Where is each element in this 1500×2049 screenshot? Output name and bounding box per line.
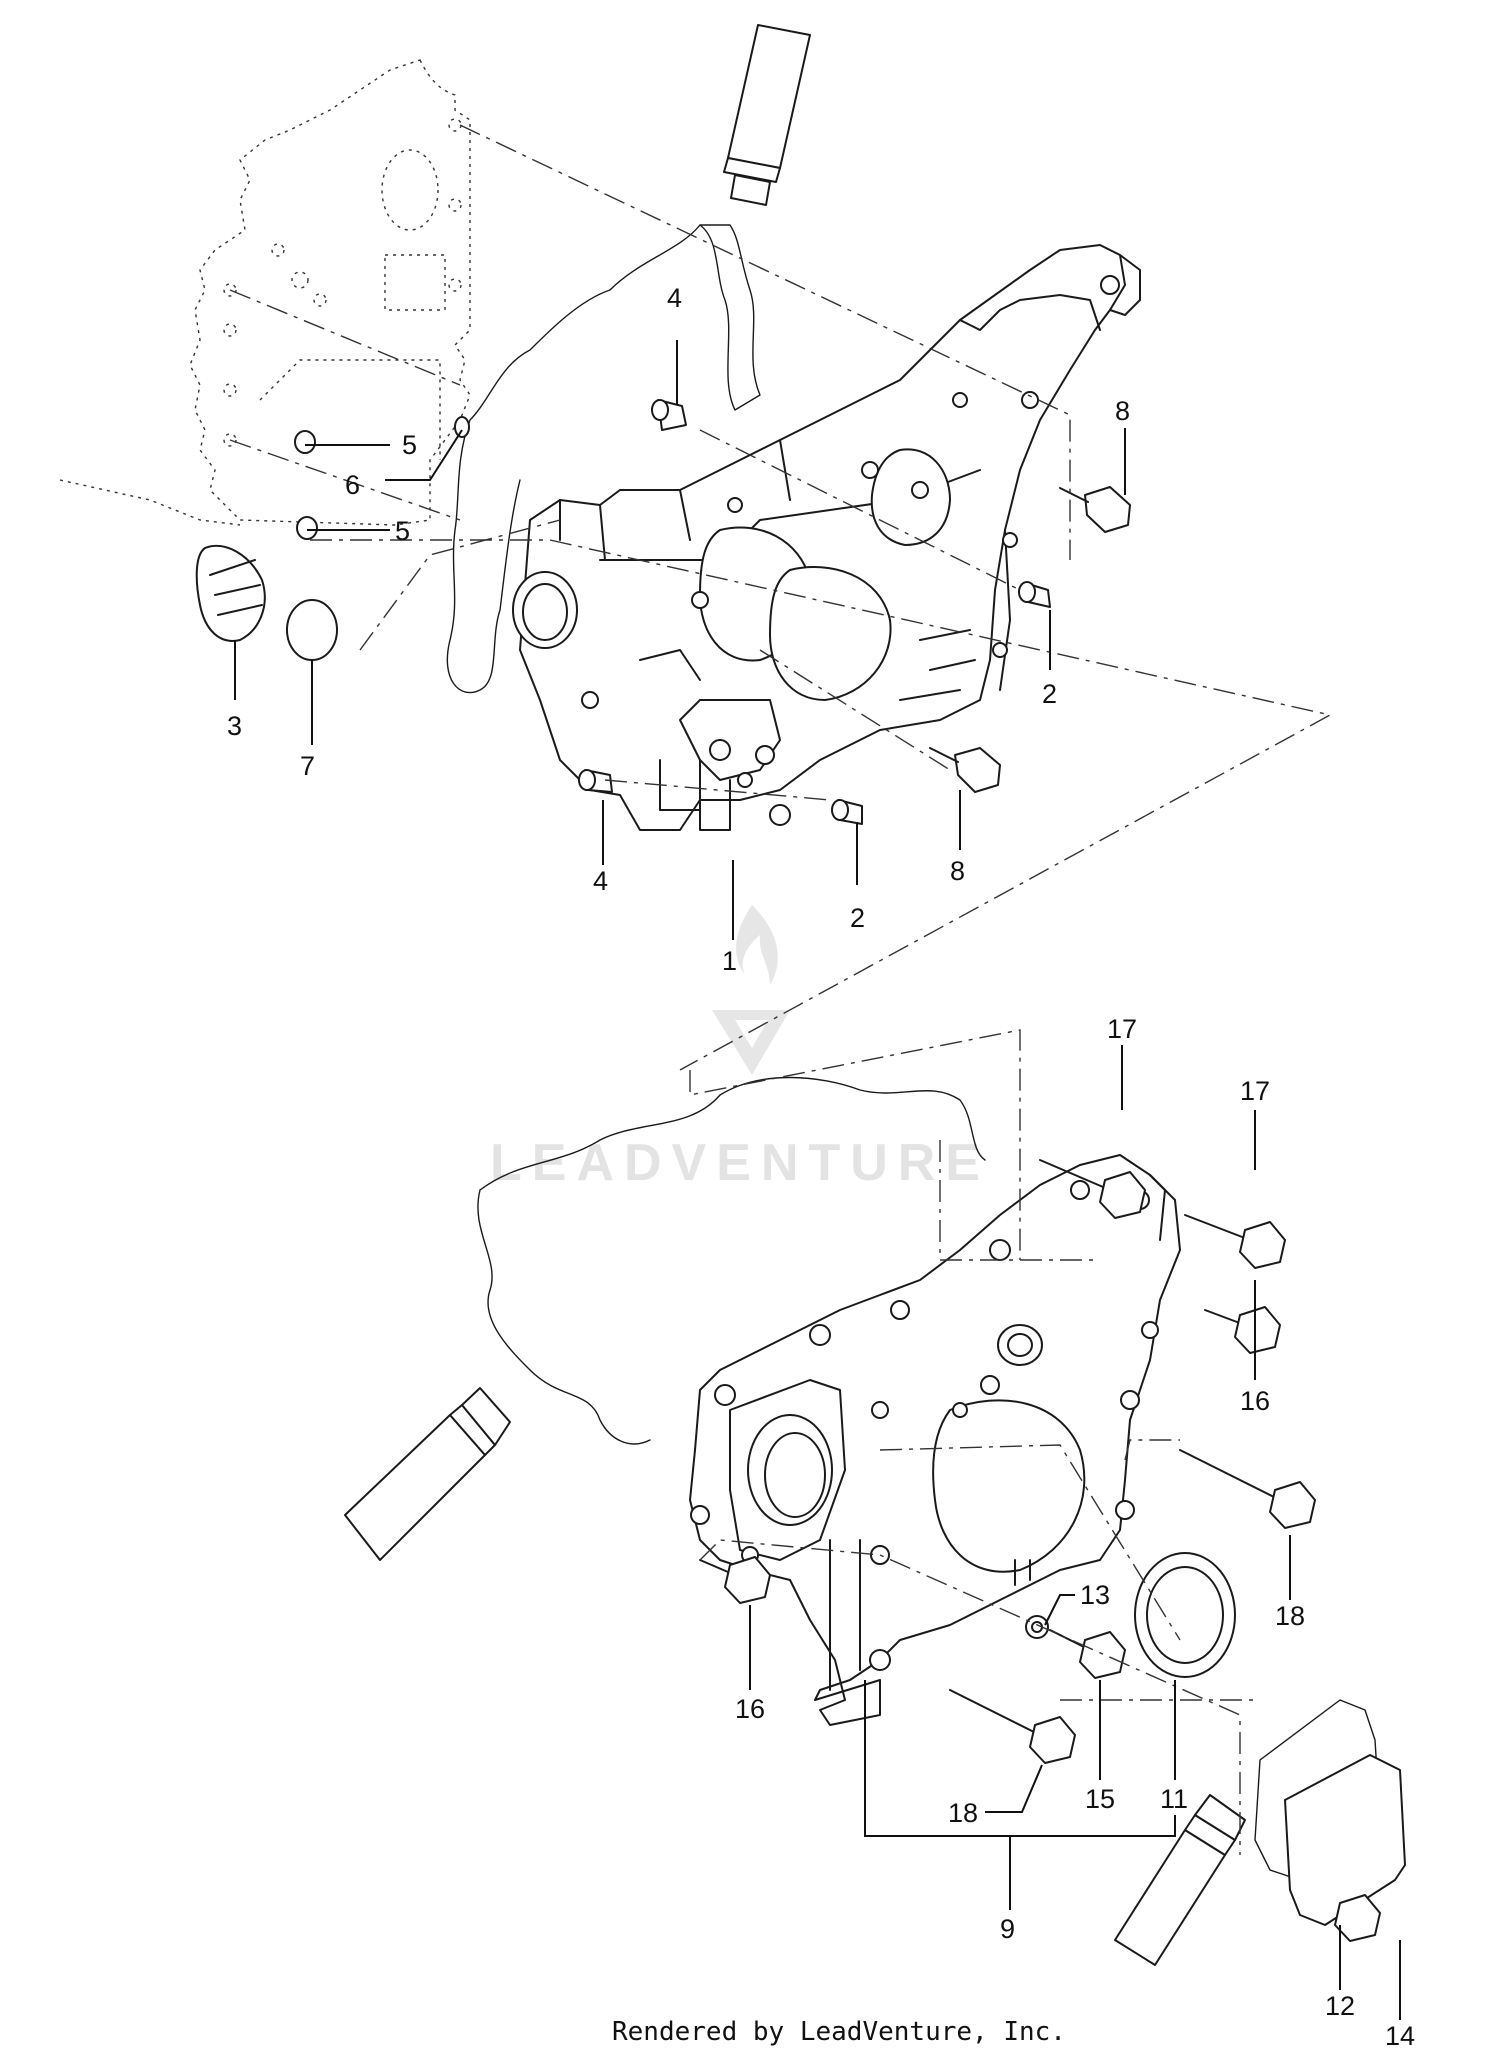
- callout-13: 13: [1080, 1580, 1110, 1610]
- callout-12: 12: [1325, 1991, 1355, 2021]
- timing-gear-case: [512, 244, 1141, 831]
- callout-2-right: 2: [1042, 679, 1057, 709]
- lower-assembly-lines: [689, 1029, 1260, 1855]
- callout-11: 11: [1160, 1784, 1188, 1814]
- callout-16-left: 16: [735, 1694, 765, 1724]
- callout-17-right: 17: [1240, 1076, 1270, 1106]
- callout-14: 14: [1385, 2021, 1415, 2049]
- callout-4-top: 4: [667, 283, 682, 313]
- callout-4-bottom: 4: [593, 866, 608, 896]
- callout-numbers: 1 2 2 3 4 4 5 5 6 7 8 8 9 11 12 13 14 15…: [227, 283, 1415, 2049]
- cover-plate-parts: [1254, 1699, 1406, 1926]
- callout-1: 1: [722, 946, 737, 976]
- watermark-text: LEADVENTURE: [490, 1134, 990, 1192]
- callout-5-top: 5: [402, 430, 417, 460]
- callout-18-bottom: 18: [948, 1798, 978, 1828]
- callout-16-right: 16: [1240, 1386, 1270, 1416]
- watermark-flame-icon: [736, 905, 778, 985]
- callout-leader-lines: [234, 340, 1401, 2020]
- callout-8-bottom: 8: [950, 856, 965, 886]
- upper-small-parts: [195, 399, 1051, 825]
- upper-assembly-lines: [229, 124, 1332, 1071]
- engine-block-outline: [59, 59, 471, 526]
- upper-bolts: [929, 486, 1131, 793]
- timing-cover: [689, 1154, 1181, 1726]
- callout-2-bottom: 2: [850, 903, 865, 933]
- callout-5-bottom: 5: [395, 516, 410, 546]
- callout-6: 6: [345, 470, 360, 500]
- lower-seal-parts: [1025, 1552, 1236, 1678]
- leadventure-watermark: LEADVENTURE: [490, 905, 990, 1192]
- sealant-tube-bottom: [1114, 1794, 1246, 1966]
- lower-bolts: [699, 1159, 1381, 1942]
- sealant-tube-left: [344, 1387, 511, 1561]
- sealant-tube-top: [723, 24, 811, 206]
- callout-7: 7: [300, 751, 315, 781]
- callout-18-right: 18: [1275, 1601, 1305, 1631]
- callout-8-top: 8: [1115, 396, 1130, 426]
- callout-17-top: 17: [1107, 1014, 1137, 1044]
- footer-credit: Rendered by LeadVenture, Inc.: [612, 2017, 1066, 2047]
- callout-9: 9: [1000, 1914, 1015, 1944]
- callout-3: 3: [227, 711, 242, 741]
- timing-cover-gasket-lower: [477, 1076, 986, 1445]
- timing-case-gasket-upper: [446, 224, 761, 694]
- watermark-v-icon: [712, 1010, 790, 1075]
- callout-15: 15: [1085, 1784, 1115, 1814]
